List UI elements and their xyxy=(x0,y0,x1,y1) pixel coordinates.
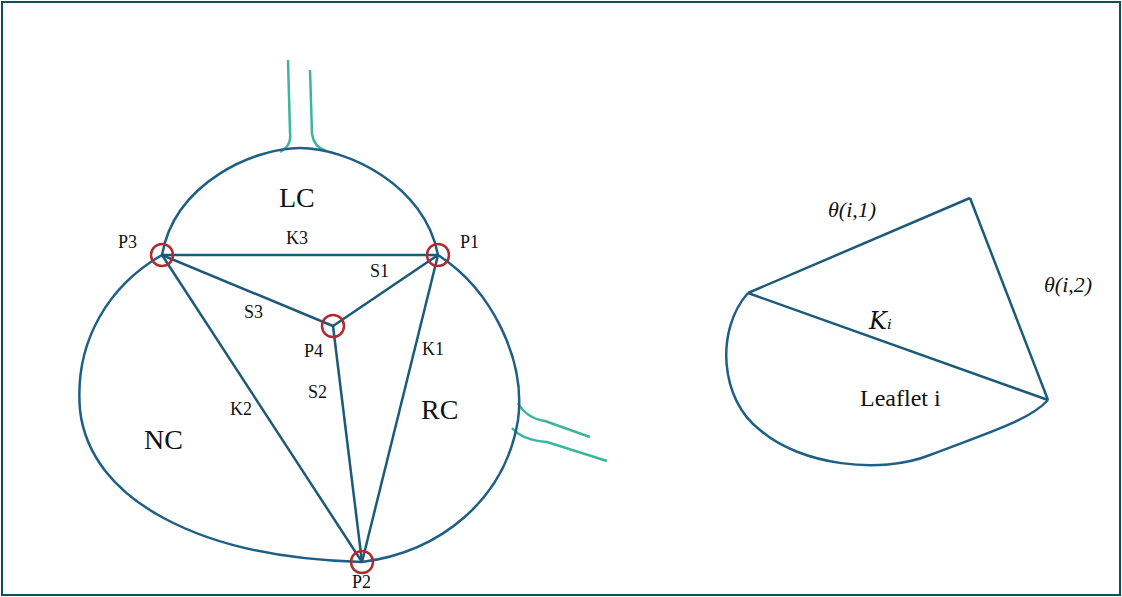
line-label: S3 xyxy=(244,303,263,323)
point-label: P2 xyxy=(352,573,371,593)
line-label: K2 xyxy=(230,400,252,420)
region-name: Leaflet i xyxy=(860,385,941,411)
cusp-region: NC xyxy=(140,423,187,458)
line-label: S1 xyxy=(370,262,389,282)
cusp-region: LC xyxy=(275,181,319,216)
line-label: S2 xyxy=(308,383,327,403)
point-marker xyxy=(151,244,449,573)
point-label: P1 xyxy=(460,233,479,253)
region-name: RC xyxy=(421,395,458,426)
angle-label: θ(i,2) xyxy=(1044,273,1092,297)
chord-label: Kᵢ xyxy=(869,308,892,334)
angle-label: θ(i,1) xyxy=(828,198,876,222)
point-label: P4 xyxy=(304,342,323,362)
point-label: P3 xyxy=(118,233,137,253)
leaflet-region: Leaflet i xyxy=(856,383,945,413)
cusp-region: RC xyxy=(417,393,462,428)
region-name: LC xyxy=(279,183,315,214)
geometry-line xyxy=(162,255,438,562)
cusp-outline xyxy=(79,148,519,562)
leaflet-sketch xyxy=(726,198,1048,465)
line-label: K1 xyxy=(422,340,444,360)
coronary-artery xyxy=(280,60,607,461)
region-name: NC xyxy=(144,425,183,456)
line-label: K3 xyxy=(286,229,308,249)
